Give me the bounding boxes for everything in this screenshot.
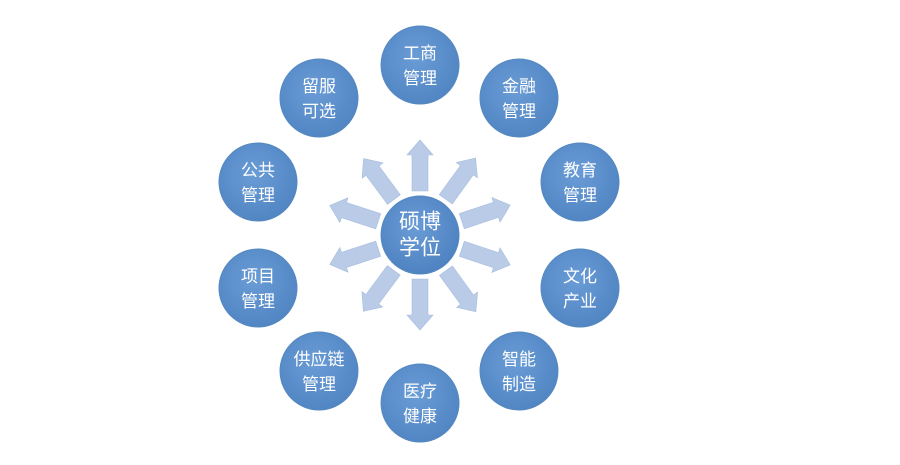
node-circle [479,331,559,411]
node-circle [380,363,460,443]
node-label-line1: 项目 [241,267,275,287]
center-label-line2: 学位 [399,236,441,260]
node-jiaoyu: 教育 管理 [540,142,620,222]
node-label-line2: 管理 [502,102,536,122]
center-circle [380,195,460,275]
node-circle [380,25,460,105]
nodes-layer: 硕博 学位 工商 管理 金融 管理 教育 管理 文化 产业 [218,25,620,443]
node-label-line2: 产业 [563,292,597,312]
arrow-to-gongshang [406,139,434,192]
node-label-line2: 健康 [403,407,437,427]
node-label-line2: 制造 [502,375,536,395]
arrow-to-zhineng [438,265,478,313]
center-node: 硕博 学位 [380,195,460,275]
node-label-line1: 工商 [403,44,437,64]
node-label-line1: 留服 [302,77,336,97]
node-jinrong: 金融 管理 [479,58,559,138]
node-label-line1: 智能 [502,350,536,370]
arrow-to-gonggong [329,197,382,230]
node-label-line2: 管理 [241,186,275,206]
node-circle [279,331,359,411]
node-label-line2: 可选 [302,102,336,122]
node-xiangmu: 项目 管理 [218,248,298,328]
center-label-line1: 硕博 [399,210,441,234]
node-liufu: 留服 可选 [279,58,359,138]
node-circle [218,248,298,328]
node-label-line1: 医疗 [403,382,437,402]
node-circle [540,248,620,328]
node-circle [279,58,359,138]
node-circle [218,142,298,222]
node-zhineng: 智能 制造 [479,331,559,411]
node-label-line2: 管理 [563,186,597,206]
node-label-line2: 管理 [241,292,275,312]
arrow-to-xiangmu [329,240,382,273]
node-wenhua: 文化 产业 [540,248,620,328]
node-gongyinglian: 供应链 管理 [279,331,359,411]
node-label-line1: 教育 [563,161,597,181]
arrow-to-liufu [361,158,401,205]
node-label-line2: 管理 [403,69,437,89]
arrow-to-wenhua [458,240,511,274]
arrows-layer [329,139,511,331]
node-circle [540,142,620,222]
node-label-line1: 公共 [241,161,275,181]
node-label-line1: 供应链 [294,350,345,370]
arrow-to-gongyinglian [361,265,401,312]
arrow-to-yiliao [406,278,434,331]
node-gongshang: 工商 管理 [380,25,460,105]
node-yiliao: 医疗 健康 [380,363,460,443]
arrow-to-jinrong [438,157,478,205]
node-gonggong: 公共 管理 [218,142,298,222]
node-label-line2: 管理 [302,375,336,395]
node-label-line1: 文化 [563,267,597,287]
node-label-line1: 金融 [502,77,536,97]
arrow-to-jiaoyu [458,196,511,230]
node-circle [479,58,559,138]
